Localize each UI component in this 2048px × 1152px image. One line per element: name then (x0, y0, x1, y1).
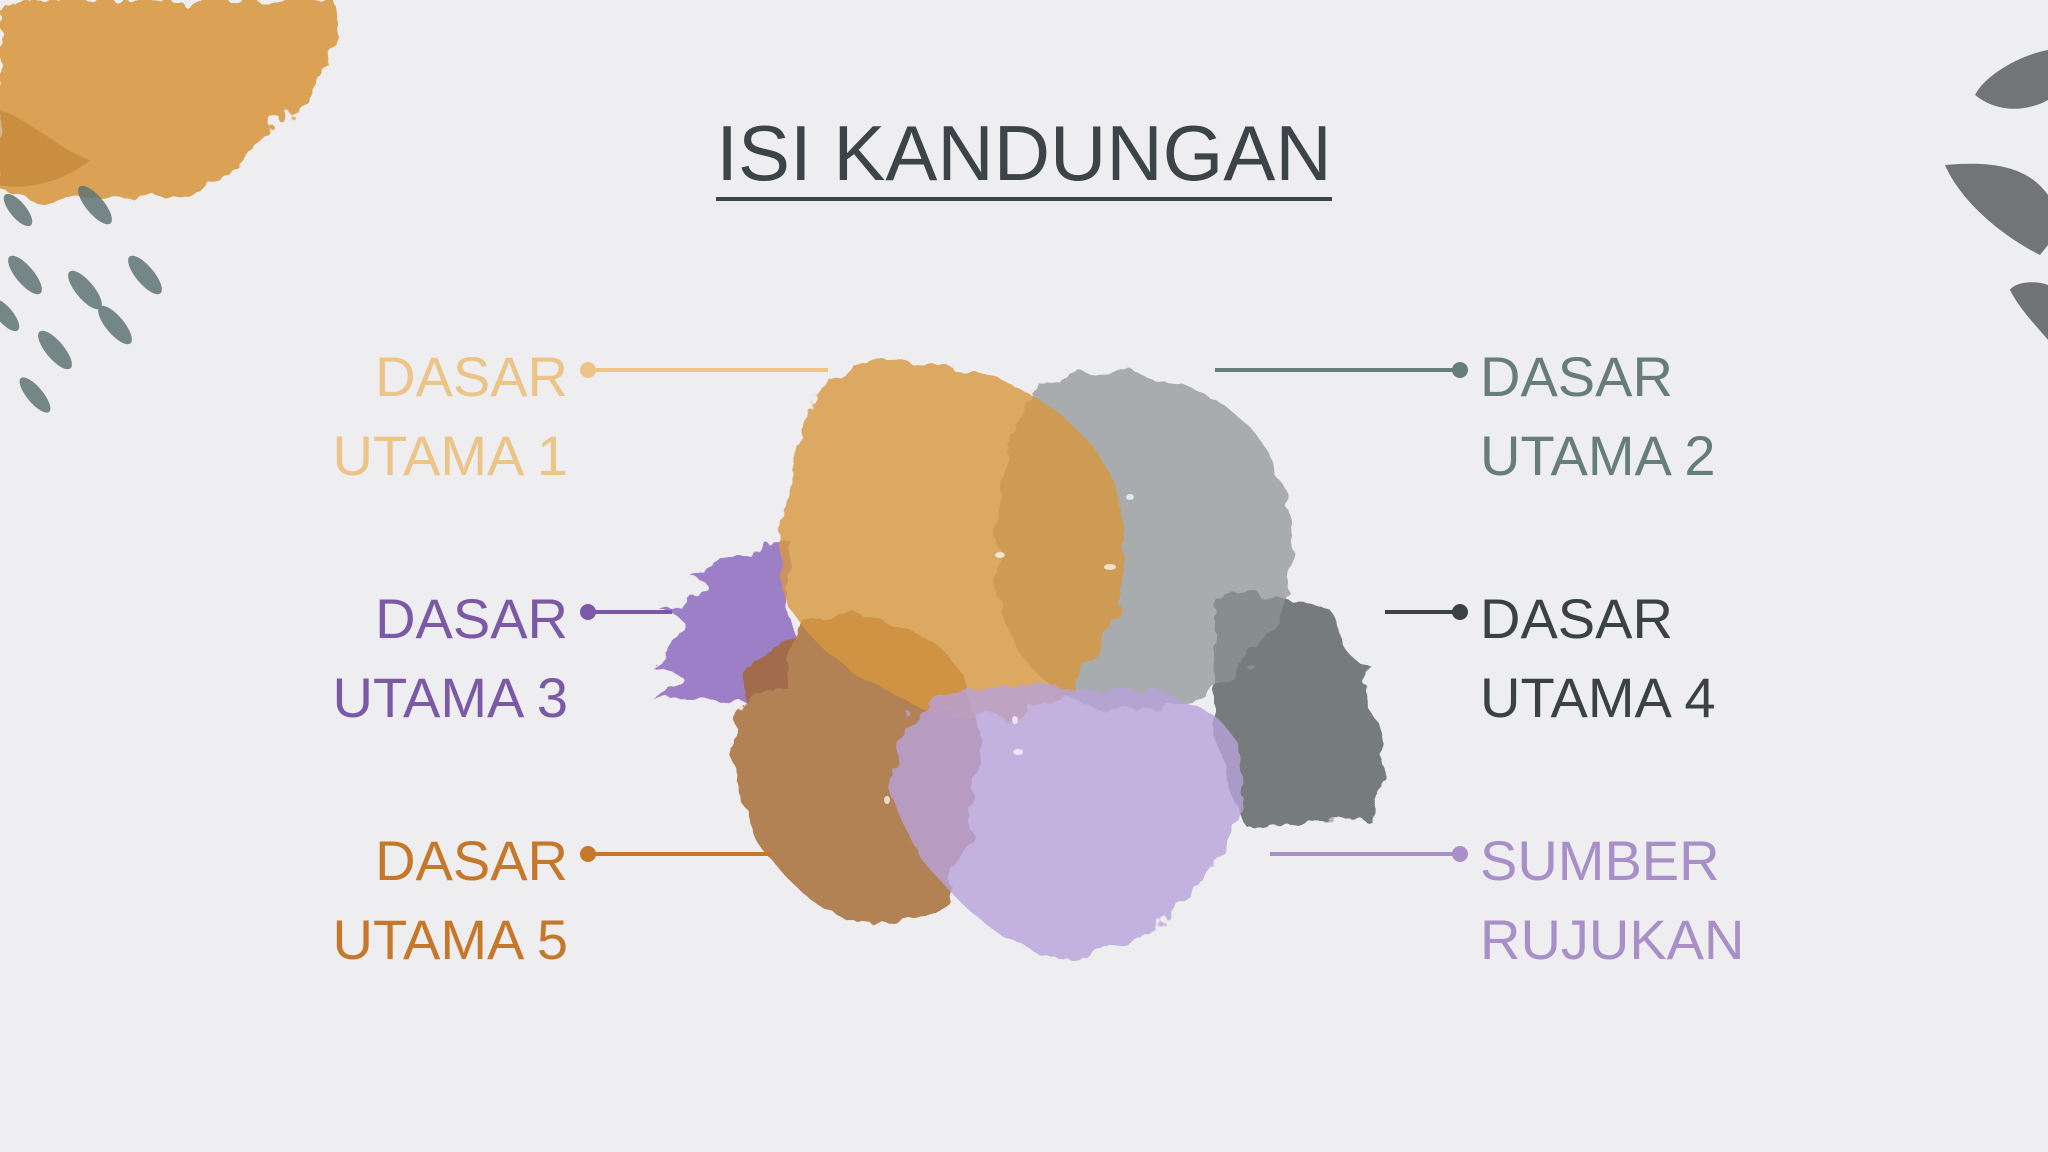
toc-item-3-line1: DASAR (375, 587, 568, 650)
page-title-text: ISI KANDUNGAN (716, 109, 1332, 201)
center-watercolor-cluster (650, 362, 1381, 956)
toc-item-6-line1: SUMBER (1480, 829, 1720, 892)
leaf-pattern-top-right (1945, 50, 2048, 340)
connector-dot-1 (580, 362, 596, 378)
toc-item-4[interactable]: DASAR UTAMA 4 (1480, 579, 1880, 737)
toc-item-5[interactable]: DASAR UTAMA 5 (168, 821, 568, 979)
page-title: ISI KANDUNGAN (0, 108, 2048, 201)
connector-dot-6 (1452, 846, 1468, 862)
toc-item-4-line1: DASAR (1480, 587, 1673, 650)
toc-item-3-line2: UTAMA 3 (332, 666, 568, 729)
connector-dot-4 (1452, 604, 1468, 620)
corner-splash-top-left (0, 0, 338, 202)
toc-item-2[interactable]: DASAR UTAMA 2 (1480, 337, 1880, 495)
connector-dot-2 (1452, 362, 1468, 378)
toc-item-6-line2: RUJUKAN (1480, 908, 1745, 971)
toc-item-6[interactable]: SUMBER RUJUKAN (1480, 821, 1880, 979)
toc-item-1[interactable]: DASAR UTAMA 1 (168, 337, 568, 495)
connector-dot-3 (580, 604, 596, 620)
connectors (580, 362, 1468, 862)
toc-item-1-line1: DASAR (375, 345, 568, 408)
connector-dot-5 (580, 846, 596, 862)
toc-item-5-line1: DASAR (375, 829, 568, 892)
toc-item-5-line2: UTAMA 5 (332, 908, 568, 971)
toc-item-1-line2: UTAMA 1 (332, 424, 568, 487)
toc-item-2-line2: UTAMA 2 (1480, 424, 1716, 487)
toc-item-2-line1: DASAR (1480, 345, 1673, 408)
dash-pattern-top-left (0, 185, 162, 413)
toc-item-4-line2: UTAMA 4 (1480, 666, 1716, 729)
toc-item-3[interactable]: DASAR UTAMA 3 (168, 579, 568, 737)
